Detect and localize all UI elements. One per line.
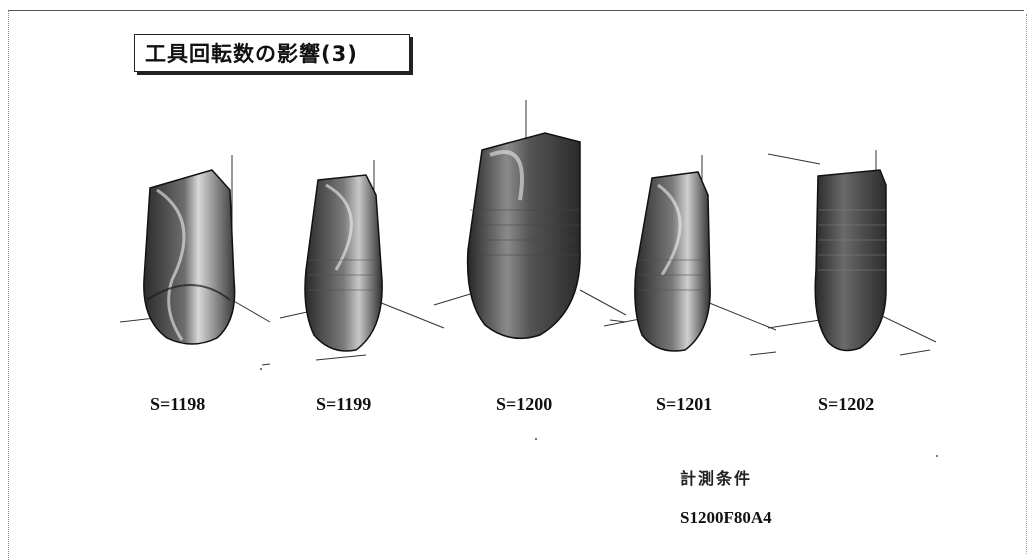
surface-plot-s1199 [276,150,446,380]
speck [535,438,537,440]
speck [260,368,262,370]
sample-label-5: S=1202 [818,394,875,414]
speck [936,455,938,457]
surface-plot-s1201 [600,150,780,380]
surface-plot-s1199-graphic [279,160,445,361]
surface-plot-s1202-graphic [767,150,937,356]
page-frame [8,10,1024,560]
surface-plot-s1198 [112,150,272,380]
surface-plot-s1202 [760,150,940,380]
measurement-conditions-value: S1200F80A4 [680,508,772,527]
page-title-text: 工具回転数の影響(3) [145,42,358,66]
page-frame-edge [1026,14,1027,554]
sample-label-3: S=1200 [496,394,553,414]
page-title: 工具回転数の影響(3) [134,34,410,72]
surface-plot-s1200 [430,100,630,370]
surface-plot-s1200-graphic [433,100,627,340]
surface-plot-s1198-graphic [119,155,271,366]
sample-label-2: S=1199 [316,394,372,414]
sample-label-1: S=1198 [150,394,206,414]
measurement-conditions-heading: 計測条件 [680,469,753,488]
surface-plot-s1201-graphic [603,155,777,356]
sample-label-4: S=1201 [656,394,713,414]
